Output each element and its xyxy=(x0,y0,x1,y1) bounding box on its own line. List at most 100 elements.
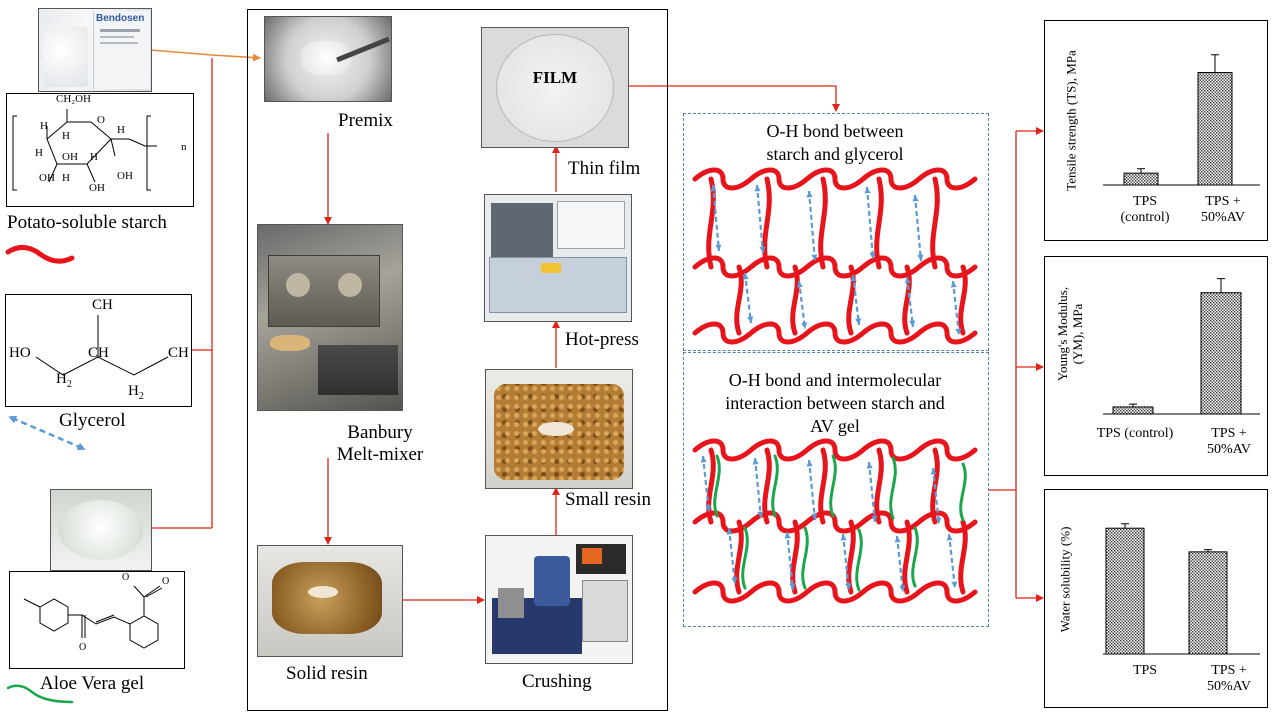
starch-h-2: H xyxy=(62,130,70,142)
starch-link-top-b-4 xyxy=(958,264,968,336)
chart-water-cat-2: TPS +50%AV xyxy=(1206,663,1252,694)
starch-legend-line xyxy=(5,245,75,264)
starch-oh-4: OH xyxy=(89,182,105,194)
glycerol-bond-bottom-2-head-1 xyxy=(806,460,813,467)
glycerol-bond-top-4-head-1 xyxy=(912,195,919,202)
glycerol-bond-top-1 xyxy=(755,184,765,254)
starch-link-top-a-4 xyxy=(930,176,940,270)
solid-resin-label: Solid resin xyxy=(286,663,368,684)
banbury-body xyxy=(318,345,398,395)
small-resin-photo xyxy=(485,369,633,489)
glycerol-bond-top-1-head-1 xyxy=(754,185,761,192)
glycerol-bond-bottom-9 xyxy=(947,533,957,589)
chart-1-bar-1 xyxy=(1200,292,1242,415)
aloe-gel-photo xyxy=(50,489,152,571)
crushing-label: Crushing xyxy=(522,671,592,692)
solid-resin-highlight xyxy=(308,586,338,598)
glycerol-structure-drawing xyxy=(35,315,169,376)
film-text: FILM xyxy=(532,68,578,87)
chart-water-solubility-plot xyxy=(1103,523,1260,655)
solid-resin-mass xyxy=(272,562,382,634)
glycerol-h2-right: H2 xyxy=(128,383,144,402)
glycerol-bond-top-6 xyxy=(797,280,807,330)
glycerol-h2-left: H2 xyxy=(56,371,72,390)
banbury-rotor-left xyxy=(286,273,310,297)
glycerol-bond-top-8-head-1 xyxy=(904,277,911,284)
glycerol-bond-bottom-7-head-1 xyxy=(840,534,847,541)
network-bottom-drawing xyxy=(692,438,978,604)
crusher-bin xyxy=(498,588,524,618)
aloe-structure-drawing xyxy=(23,585,163,649)
glycerol-bond-top-9-head-0 xyxy=(955,328,962,335)
starch-link-top-a-3 xyxy=(874,176,884,270)
banbury-label: Banbury Melt-mixer xyxy=(336,422,424,465)
starch-link-top-a-2 xyxy=(818,176,828,270)
network-bottom-title: O-H bond and intermolecular interaction … xyxy=(725,370,945,436)
film-disc xyxy=(496,34,614,142)
glycerol-bond-bottom-7 xyxy=(841,533,851,591)
arrow-starch-to-premix xyxy=(149,49,261,62)
glycerol-bond-bottom-0-head-1 xyxy=(700,456,707,463)
hot-press-head xyxy=(557,201,625,249)
glycerol-bond-bottom-9-head-1 xyxy=(946,534,953,541)
process-panel xyxy=(247,9,668,711)
premix-label: Premix xyxy=(338,110,393,131)
thin-film-label: Thin film xyxy=(568,158,641,179)
aloe-gel-dish xyxy=(59,500,143,560)
hot-press-photo xyxy=(484,194,632,322)
glycerol-label: Glycerol xyxy=(59,410,126,431)
chart-1-bar-0 xyxy=(1112,406,1154,415)
glycerol-bond-bottom-0-head-0 xyxy=(705,505,712,512)
aloe-strand-5 xyxy=(741,526,749,590)
glycerol-bond-top-7 xyxy=(851,274,861,326)
glycerol-bond-bottom-4 xyxy=(931,467,941,525)
chart-water-ylabel: Water solubility (%) xyxy=(1057,526,1073,633)
chart-2-bar-1 xyxy=(1188,551,1228,655)
glycerol-bond-top-1-head-0 xyxy=(759,246,766,253)
glycerol-bond-bottom-2-head-0 xyxy=(811,513,818,520)
glycerol-bond-top-7-head-1 xyxy=(850,275,857,282)
glycerol-bond-top-7-head-0 xyxy=(855,318,862,325)
aloe-strand-3 xyxy=(889,456,897,520)
glycerol-bond-bottom-3 xyxy=(867,461,877,523)
chart-youngs-modulus-plot xyxy=(1103,278,1260,415)
network-top-title: O-H bond between starch and glycerol xyxy=(766,121,904,164)
starch-ring-o: O xyxy=(97,114,105,126)
starch-oh-1: OH xyxy=(62,151,78,163)
glycerol-bond-bottom-6-head-1 xyxy=(784,532,791,539)
starch-strand-top-0 xyxy=(692,167,978,191)
glycerol-bond-top-2-head-1 xyxy=(806,191,813,198)
chart-tensile-ylabel: Tensile strength (TS), MPa xyxy=(1063,50,1079,191)
film-photo: FILM xyxy=(481,27,629,148)
glycerol-bond-top-9-head-1 xyxy=(950,281,957,288)
solid-resin-photo xyxy=(257,545,403,657)
small-resin-label: Small resin xyxy=(565,489,652,510)
glycerol-bond-top-3-head-0 xyxy=(869,252,876,259)
glycerol-ho: HO xyxy=(9,345,31,361)
glycerol-legend-arrow xyxy=(8,415,86,451)
starch-powder xyxy=(43,27,88,87)
glycerol-bond-bottom-2 xyxy=(807,459,817,521)
glycerol-bond-bottom-5-head-0 xyxy=(731,577,738,584)
network-top-drawing xyxy=(692,167,978,345)
chart-tensile-strength: Tensile strength (TS), MPa TPS(control) … xyxy=(1044,20,1268,241)
glycerol-ch-top: CH xyxy=(92,297,113,313)
aloe-strand-4 xyxy=(959,462,967,522)
aloe-strand-1 xyxy=(771,454,779,518)
glycerol-bond-top-6-head-1 xyxy=(796,281,803,288)
glycerol-bond-bottom-8-head-1 xyxy=(894,536,901,543)
chart-tensile-cat-2: TPS +50%AV xyxy=(1200,194,1246,225)
glycerol-bond-top-2 xyxy=(807,190,817,262)
banbury-rotor-right xyxy=(338,273,362,297)
glycerol-bond-top-4-head-0 xyxy=(917,254,924,261)
starch-link-top-b-1 xyxy=(790,264,800,336)
glycerol-bond-top-5 xyxy=(743,272,753,324)
aloe-label: Aloe Vera gel xyxy=(40,673,145,694)
starch-jar-label: Bendosen xyxy=(96,13,145,24)
glycerol-bond-top-9 xyxy=(951,280,961,336)
starch-structure-box: CH₂OH O H H H H OH H OH OH H OH n xyxy=(6,93,194,207)
starch-structure-drawing xyxy=(12,109,157,191)
small-resin-pellets xyxy=(494,384,624,480)
glycerol-bond-top-0-head-0 xyxy=(715,244,722,251)
network-panel-top xyxy=(683,113,989,351)
